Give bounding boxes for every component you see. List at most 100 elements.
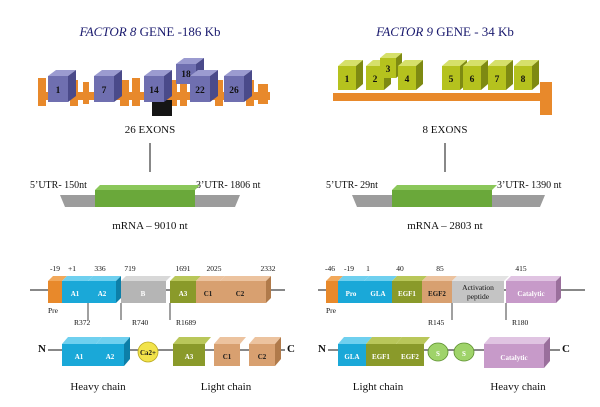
factor9-title: FACTOR 9 GENE - 34 Kb <box>375 24 514 39</box>
factor9-exon-label: 6 <box>470 75 475 85</box>
factor9-intron-bar <box>333 93 551 101</box>
factor9-exon-4: 4 <box>398 60 423 90</box>
factor8-title-rest: GENE -186 Kb <box>136 24 220 39</box>
factor8-domain-a1: A1 <box>62 276 93 303</box>
factor8-exon-14-large <box>152 100 172 116</box>
factor8-exon-label: 1 <box>56 86 61 96</box>
factor9-exon-label: 2 <box>373 75 378 85</box>
factor9-domain-label: peptide <box>467 292 490 301</box>
factor8-domain-b: B <box>121 276 171 303</box>
factor9-mrna: 5’UTR- 29nt 3’UTR- 1390 nt mRNA – 2803 n… <box>326 180 562 232</box>
factor9-domain-pro: Pro <box>338 276 369 303</box>
factor9-title-rest: GENE - 34 Kb <box>433 24 514 39</box>
factor8-mature-protein: N C A1 A2 Ca2+ A3 <box>38 337 295 393</box>
factor9-exon-label: 1 <box>345 75 350 85</box>
factor8-domain-map: -19 +1 336 719 1691 2025 2332 A1 A2 <box>30 264 285 327</box>
factor8-protein-a2: A2 <box>96 337 130 366</box>
factor8-exon-label: 22 <box>195 86 205 96</box>
factor8-protein-label: A3 <box>185 353 194 361</box>
factor9-position: -19 <box>344 264 354 273</box>
factor9-position: 415 <box>515 264 527 273</box>
factor9-domain-gla: GLA <box>364 276 397 303</box>
factor9-utr5: 5’UTR- 29nt <box>326 180 378 191</box>
factor8-exon <box>120 80 129 106</box>
factor8-exon-label: 18 <box>181 70 191 80</box>
factor8-gene-structure: 1 7 14 18 <box>38 58 270 116</box>
factor8-protein-a3: A3 <box>173 337 211 366</box>
factor9-cleavage-site: R145 <box>428 318 445 327</box>
factor8-domain-label: A1 <box>71 290 80 298</box>
factor9-cds-top <box>392 185 497 190</box>
factor9-exon-1: 1 <box>338 60 363 90</box>
factor9-disulfide-s2: S <box>453 342 475 362</box>
factor9-protein-catalytic: Catalytic <box>484 337 550 368</box>
factor8-cds-top <box>95 185 200 190</box>
factor8-exon-14: 14 <box>144 70 172 102</box>
factor8-cds-block <box>95 190 195 207</box>
factor8-position: +1 <box>68 264 76 273</box>
factor8-position: 2332 <box>261 264 276 273</box>
factor9-mature-protein: N C GLA EGF1 EGF2 S <box>318 337 570 393</box>
factor8-exon <box>132 78 140 106</box>
factor8-protein-label: C1 <box>223 353 232 361</box>
factor9-c-terminus: C <box>562 343 570 355</box>
factor8-title-italic: FACTOR 8 <box>78 24 136 39</box>
factor8-utr5: 5’UTR- 150nt <box>30 180 87 191</box>
factor9-heavy-chain-label: Heavy chain <box>490 381 546 393</box>
factor9-protein-egf1: EGF1 <box>366 337 402 366</box>
factor9-protein-label: EGF2 <box>401 353 419 361</box>
factor9-domain-egf1: EGF1 <box>392 276 427 303</box>
factor9-pre-label: Pre <box>326 306 337 315</box>
factor8-position: 1691 <box>176 264 191 273</box>
factor8-domain-label: A2 <box>98 290 107 298</box>
factor9-protein-gla: GLA <box>338 337 372 366</box>
factor8-domain-label: B <box>141 290 146 298</box>
factor8-exons-count: 26 EXONS <box>125 124 175 136</box>
factor9-cds-block <box>392 190 492 207</box>
factor9-disulfide-label: S <box>436 350 440 358</box>
factor8-protein-a1: A1 <box>62 337 102 366</box>
factor8-n-terminus: N <box>38 343 46 355</box>
factor8-utr5-block <box>60 195 95 207</box>
factor8-protein-c1: C1 <box>214 337 246 366</box>
factor8-utr3-block <box>190 195 240 207</box>
factor9-panel: FACTOR 9 GENE - 34 Kb 1 2 3 <box>318 24 585 393</box>
factor8-domain-label: C2 <box>236 290 245 298</box>
factor8-c-terminus: C <box>287 343 295 355</box>
factor8-exon <box>169 80 177 106</box>
factor9-exon-label: 5 <box>449 75 454 85</box>
factor9-utr3: 3’UTR- 1390 nt <box>497 180 562 191</box>
factor8-pre-label: Pre <box>48 306 59 315</box>
factor8-domain-a2: A2 <box>88 276 121 303</box>
factor9-domain-label: EGF1 <box>398 290 416 298</box>
factor8-panel: FACTOR 8 GENE -186 Kb 1 <box>30 24 295 393</box>
factor9-n-terminus: N <box>318 343 326 355</box>
factor9-domain-label: Pro <box>346 290 357 298</box>
factor8-cleavage-site: R372 <box>74 318 91 327</box>
factor8-exon-26: 26 <box>224 70 252 102</box>
factor9-exon-label: 4 <box>405 75 410 85</box>
factor9-disulfide-s1: S <box>427 342 449 362</box>
factor8-light-chain-label: Light chain <box>201 381 252 393</box>
factor8-cleavage-site: R1689 <box>176 318 196 327</box>
factor9-utr3-block <box>492 195 545 207</box>
factor8-cleavage-site: R740 <box>132 318 149 327</box>
factor8-domain-c1: C1 <box>196 276 225 303</box>
factor8-position: -19 <box>50 264 60 273</box>
factor9-exon-8: 8 <box>514 60 539 90</box>
factor8-pre-domain <box>48 276 67 303</box>
factor8-calcium-ion: Ca2+ <box>137 341 159 363</box>
factor8-exon <box>180 80 187 106</box>
factor8-heavy-chain-label: Heavy chain <box>70 381 126 393</box>
factor8-protein-label: C2 <box>258 353 267 361</box>
factor8-position: 719 <box>124 264 136 273</box>
factor9-domain-label: Catalytic <box>517 290 544 298</box>
factor8-title: FACTOR 8 GENE -186 Kb <box>78 24 220 39</box>
factor9-protein-egf2: EGF2 <box>396 337 430 366</box>
factor9-exon-7: 7 <box>488 60 513 90</box>
factor8-protein-label: A2 <box>106 353 115 361</box>
factor9-position: 85 <box>436 264 444 273</box>
factor9-gene-structure: 1 2 3 4 <box>333 53 552 115</box>
factor8-mrna: 5’UTR- 150nt 3’UTR- 1806 nt mRNA – 9010 … <box>30 180 261 232</box>
